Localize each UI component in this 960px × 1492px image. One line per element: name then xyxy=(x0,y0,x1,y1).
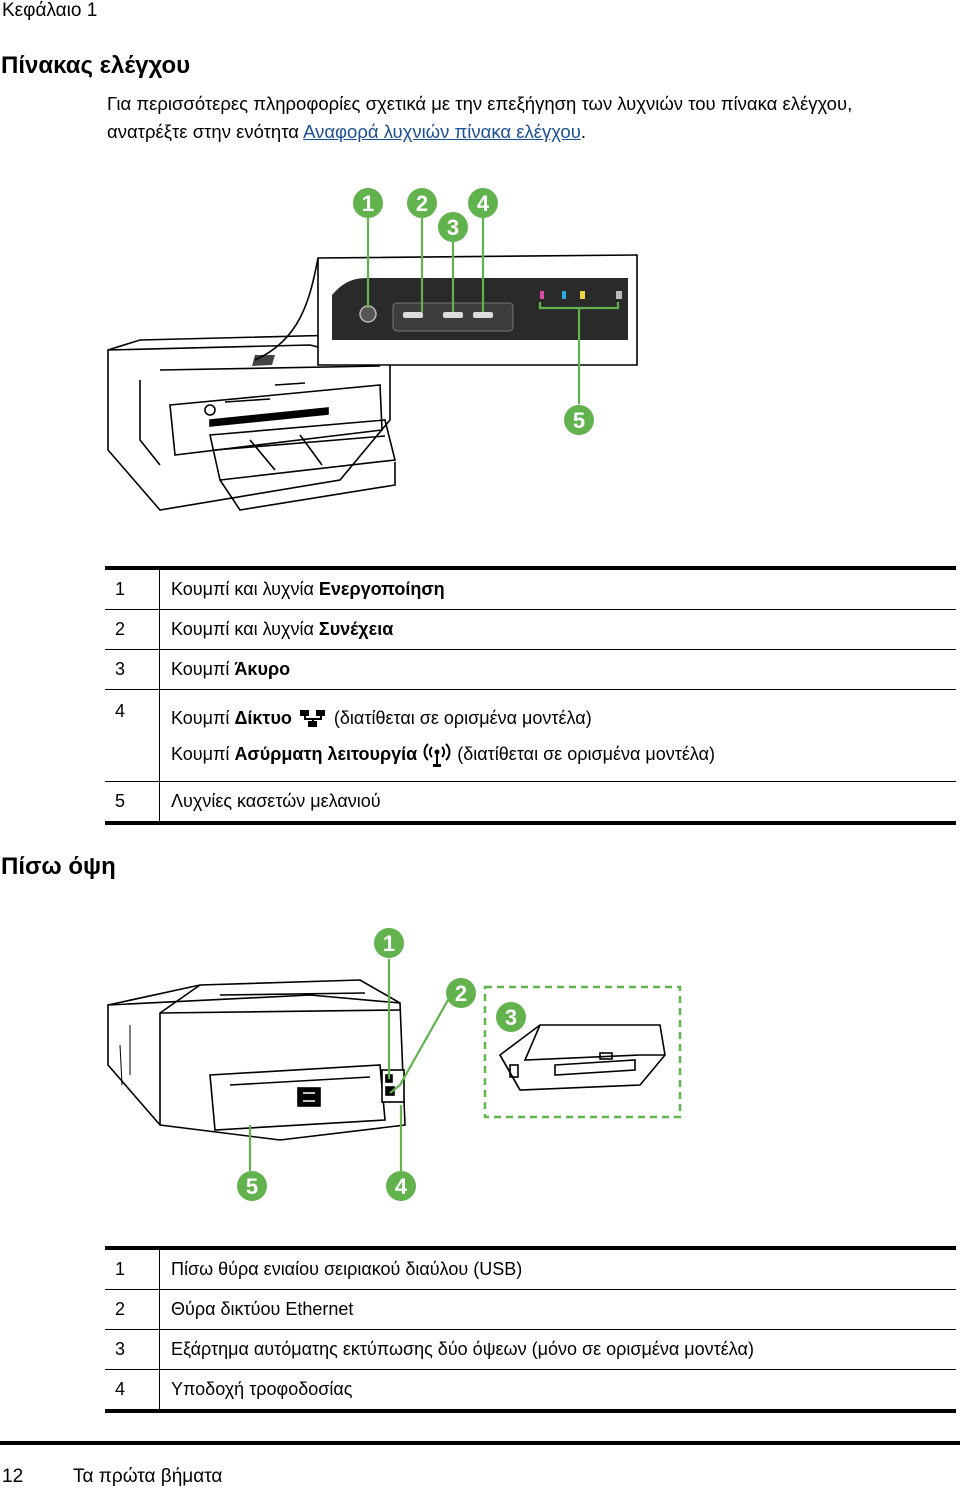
row-number: 1 xyxy=(105,1246,160,1290)
network-icon xyxy=(299,710,325,728)
printer-front-drawing xyxy=(107,334,396,511)
footer-rule xyxy=(0,1441,960,1445)
cyan-ink-light-icon xyxy=(562,291,566,299)
row-number: 3 xyxy=(105,1329,160,1370)
footer-section-title: Τα πρώτα βήματα xyxy=(73,1466,223,1487)
table-row: 4 Υποδοχή τροφοδοσίας xyxy=(105,1369,956,1413)
table-row: 2 Θύρα δικτύου Ethernet xyxy=(105,1289,956,1330)
svg-text:3: 3 xyxy=(447,215,459,240)
row-number: 1 xyxy=(105,566,160,610)
row-text: Κουμπί Άκυρο xyxy=(159,649,956,690)
svg-text:1: 1 xyxy=(362,191,374,216)
row-number: 5 xyxy=(105,781,160,825)
table-row: 4 Κουμπί Δίκτυο(διατίθεται σε ορισμένα μ… xyxy=(105,689,956,782)
row-number: 2 xyxy=(105,1289,160,1330)
row-text: Κουμπί και λυχνία Συνέχεια xyxy=(159,609,956,650)
page-number: 12 xyxy=(2,1466,24,1487)
yellow-ink-light-icon xyxy=(580,291,585,299)
network-button[interactable] xyxy=(473,312,493,318)
callout-1: 1 xyxy=(353,188,383,218)
wireless-button-line: Κουμπί Ασύρματη λειτουργία(διατίθεται σε… xyxy=(171,734,956,774)
magenta-ink-light-icon xyxy=(540,291,544,299)
control-panel-table: 1 Κουμπί και λυχνία Ενεργοποίηση 2 Κουμπ… xyxy=(105,566,956,825)
row-text: Λυχνίες κασετών μελανιού xyxy=(159,781,956,825)
rear-callout-3: 3 xyxy=(496,1002,526,1032)
svg-text:1: 1 xyxy=(383,931,395,956)
callout-3: 3 xyxy=(438,212,468,242)
table-row: 5 Λυχνίες κασετών μελανιού xyxy=(105,781,956,825)
svg-text:4: 4 xyxy=(477,191,490,216)
table-row: 1 Πίσω θύρα ενιαίου σειριακού διαύλου (U… xyxy=(105,1246,956,1290)
table-row: 1 Κουμπί και λυχνία Ενεργοποίηση xyxy=(105,566,956,610)
row-text: Πίσω θύρα ενιαίου σειριακού διαύλου (USB… xyxy=(159,1246,956,1290)
row-number: 4 xyxy=(105,1369,160,1413)
rear-view-table: 1 Πίσω θύρα ενιαίου σειριακού διαύλου (U… xyxy=(105,1246,956,1413)
duplexer-frame xyxy=(483,985,682,1119)
control-panel-illustration: 1 2 3 4 5 xyxy=(107,188,638,511)
svg-text:2: 2 xyxy=(416,191,428,216)
resume-button[interactable] xyxy=(403,312,423,318)
row-number: 2 xyxy=(105,609,160,650)
svg-text:5: 5 xyxy=(573,408,585,433)
table-row: 3 Κουμπί Άκυρο xyxy=(105,649,956,690)
callout-2: 2 xyxy=(407,188,437,218)
wireless-icon xyxy=(423,743,451,768)
row-number: 4 xyxy=(105,689,160,782)
row-text: Κουμπί και λυχνία Ενεργοποίηση xyxy=(159,566,956,610)
control-panel-lights-link[interactable]: Αναφορά λυχνιών πίνακα ελέγχου xyxy=(303,121,581,142)
svg-text:5: 5 xyxy=(246,1174,258,1199)
black-ink-light-icon xyxy=(616,291,622,299)
intro-paragraph: Για περισσότερες πληροφορίες σχετικά με … xyxy=(107,90,927,146)
svg-text:4: 4 xyxy=(395,1174,408,1199)
row-text: Κουμπί Δίκτυο(διατίθεται σε ορισμένα μον… xyxy=(159,689,956,782)
rear-callout-2: 2 xyxy=(446,978,476,1008)
rear-callout-4: 4 xyxy=(386,1171,416,1201)
svg-text:3: 3 xyxy=(505,1005,517,1030)
rear-view-illustration: 1 2 3 4 5 xyxy=(107,928,682,1201)
rear-callout-5: 5 xyxy=(237,1171,267,1201)
row-text: Υποδοχή τροφοδοσίας xyxy=(159,1369,956,1413)
table-row: 2 Κουμπί και λυχνία Συνέχεια xyxy=(105,609,956,650)
table-row: 3 Εξάρτημα αυτόματης εκτύπωσης δύο όψεων… xyxy=(105,1329,956,1370)
section-title-control-panel: Πίνακας ελέγχου xyxy=(1,52,191,79)
printer-rear-drawing xyxy=(107,979,406,1141)
duplexer-drawing xyxy=(498,1024,666,1091)
cancel-button[interactable] xyxy=(443,312,463,318)
callout-4: 4 xyxy=(468,188,498,218)
row-text: Θύρα δικτύου Ethernet xyxy=(159,1289,956,1330)
chapter-header: Κεφάλαιο 1 xyxy=(2,0,98,21)
row-number: 3 xyxy=(105,649,160,690)
callout-5: 5 xyxy=(564,405,594,435)
power-button-icon[interactable] xyxy=(359,305,377,323)
svg-text:2: 2 xyxy=(455,981,467,1006)
intro-text: Για περισσότερες πληροφορίες σχετικά με … xyxy=(107,93,853,142)
row-text: Εξάρτημα αυτόματης εκτύπωσης δύο όψεων (… xyxy=(159,1329,956,1370)
section-title-rear-view: Πίσω όψη xyxy=(1,853,116,880)
intro-end: . xyxy=(580,121,586,142)
rear-callout-1: 1 xyxy=(374,928,404,958)
network-button-line: Κουμπί Δίκτυο(διατίθεται σε ορισμένα μον… xyxy=(171,708,592,728)
